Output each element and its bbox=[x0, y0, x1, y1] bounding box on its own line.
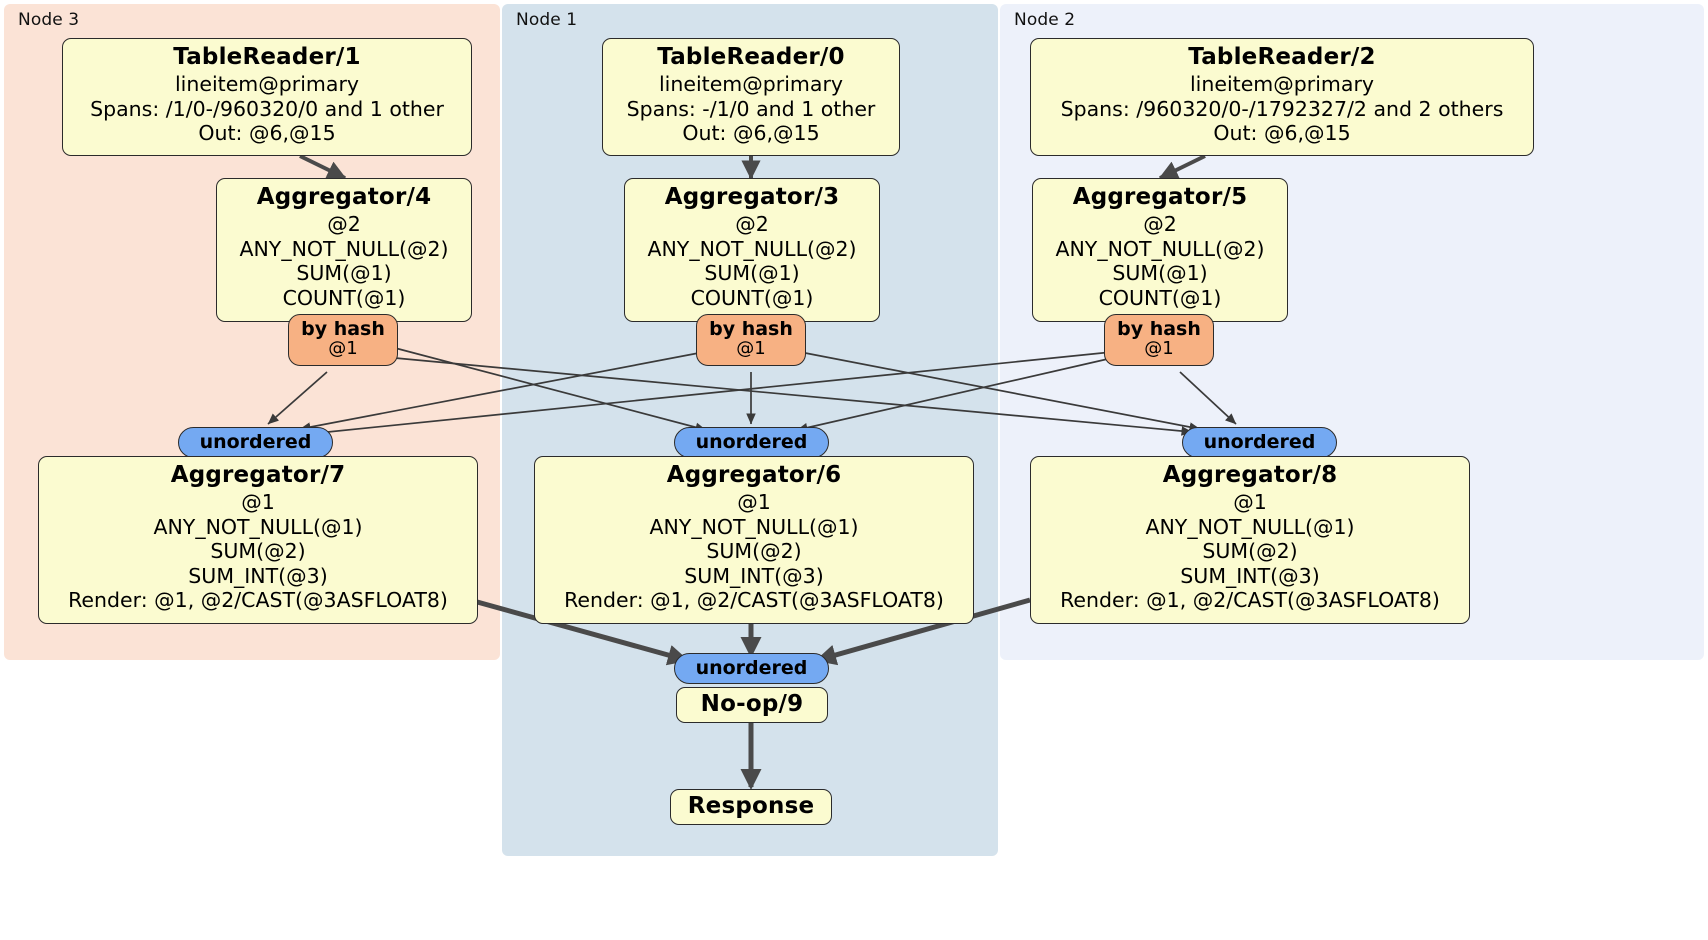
node-label-node1: Node 1 bbox=[516, 10, 578, 30]
processor-table-reader-0[interactable]: TableReader/0 lineitem@primary Spans: -/… bbox=[602, 38, 900, 156]
processor-detail-line: Spans: /960320/0-/1792327/2 and 2 others bbox=[1060, 96, 1504, 121]
synchronizer-unordered-left[interactable]: unordered bbox=[178, 427, 333, 458]
router-by-hash-left[interactable]: by hash @1 bbox=[288, 314, 398, 366]
processor-detail-line: SUM(@2) bbox=[210, 539, 306, 564]
edge-hashL-unordR bbox=[394, 357, 1193, 436]
processor-detail-line: @1 bbox=[737, 490, 771, 515]
processor-detail-line: SUM(@1) bbox=[1112, 261, 1208, 286]
synchronizer-label: unordered bbox=[695, 657, 808, 679]
router-type-label: by hash bbox=[709, 318, 793, 340]
processor-title: Aggregator/5 bbox=[1072, 184, 1248, 210]
processor-title: Aggregator/6 bbox=[666, 462, 842, 488]
processor-aggregator-6[interactable]: Aggregator/6 @1 ANY_NOT_NULL(@1) SUM(@2)… bbox=[534, 456, 974, 624]
node-label-node3: Node 3 bbox=[18, 10, 80, 30]
processor-detail-line: lineitem@primary bbox=[658, 72, 844, 97]
edge-hashC-unordR bbox=[799, 351, 1201, 432]
processor-title: TableReader/0 bbox=[657, 44, 845, 70]
edge-hashL-unordC bbox=[394, 347, 707, 432]
processor-aggregator-8[interactable]: Aggregator/8 @1 ANY_NOT_NULL(@1) SUM(@2)… bbox=[1030, 456, 1470, 624]
processor-detail-line: Out: @6,@15 bbox=[682, 121, 820, 146]
processor-render-line: Render: @1, @2/CAST(@3ASFLOAT8) bbox=[564, 587, 944, 612]
processor-detail-line: @2 bbox=[1143, 212, 1177, 237]
synchronizer-label: unordered bbox=[695, 431, 808, 453]
edge-agg7-final bbox=[469, 597, 689, 666]
router-by-hash-right[interactable]: by hash @1 bbox=[1104, 314, 1214, 366]
router-type-label: by hash bbox=[301, 318, 385, 340]
processor-detail-line: COUNT(@1) bbox=[1098, 285, 1222, 310]
processor-aggregator-4[interactable]: Aggregator/4 @2 ANY_NOT_NULL(@2) SUM(@1)… bbox=[216, 178, 472, 322]
processor-aggregator-5[interactable]: Aggregator/5 @2 ANY_NOT_NULL(@2) SUM(@1)… bbox=[1032, 178, 1288, 322]
synchronizer-label: unordered bbox=[199, 431, 312, 453]
synchronizer-unordered-final[interactable]: unordered bbox=[674, 653, 829, 684]
processor-title: TableReader/2 bbox=[1188, 44, 1376, 70]
edge-hashL-unordL bbox=[267, 371, 328, 425]
processor-table-reader-2[interactable]: TableReader/2 lineitem@primary Spans: /9… bbox=[1030, 38, 1534, 156]
router-type-label: by hash bbox=[1117, 318, 1201, 340]
processor-title: TableReader/1 bbox=[173, 44, 361, 70]
processor-title: Aggregator/7 bbox=[170, 462, 346, 488]
processor-detail-line: COUNT(@1) bbox=[690, 285, 814, 310]
processor-detail-line: Spans: -/1/0 and 1 other bbox=[626, 96, 876, 121]
router-column-label: @1 bbox=[1144, 337, 1174, 359]
processor-response[interactable]: Response bbox=[670, 789, 832, 825]
edge-tr2-agg5 bbox=[1158, 154, 1206, 180]
processor-title: Aggregator/4 bbox=[256, 184, 432, 210]
edge-tr1-agg4 bbox=[299, 154, 347, 180]
processor-detail-line: Out: @6,@15 bbox=[1213, 121, 1351, 146]
processor-detail-line: @2 bbox=[327, 212, 361, 237]
edge-hashR-unordR bbox=[1179, 371, 1237, 425]
processor-title: Response bbox=[687, 793, 815, 819]
processor-detail-line: ANY_NOT_NULL(@2) bbox=[1055, 236, 1265, 261]
processor-detail-line: ANY_NOT_NULL(@1) bbox=[153, 514, 363, 539]
processor-detail-line: ANY_NOT_NULL(@2) bbox=[239, 236, 449, 261]
processor-detail-line: @1 bbox=[1233, 490, 1267, 515]
edge-hashC-unordL bbox=[299, 351, 705, 432]
processor-detail-line: lineitem@primary bbox=[1189, 72, 1375, 97]
synchronizer-label: unordered bbox=[1203, 431, 1316, 453]
router-by-hash-center[interactable]: by hash @1 bbox=[696, 314, 806, 366]
processor-render-line: Render: @1, @2/CAST(@3ASFLOAT8) bbox=[1060, 587, 1440, 612]
processor-detail-line: ANY_NOT_NULL(@1) bbox=[1145, 514, 1355, 539]
synchronizer-unordered-right[interactable]: unordered bbox=[1182, 427, 1337, 458]
node-label-node2: Node 2 bbox=[1014, 10, 1076, 30]
processor-detail-line: SUM(@2) bbox=[706, 539, 802, 564]
processor-aggregator-3[interactable]: Aggregator/3 @2 ANY_NOT_NULL(@2) SUM(@1)… bbox=[624, 178, 880, 322]
processor-detail-line: Out: @6,@15 bbox=[198, 121, 336, 146]
processor-detail-line: Spans: /1/0-/960320/0 and 1 other bbox=[90, 96, 444, 121]
processor-title: Aggregator/3 bbox=[664, 184, 840, 210]
edge-hashR-unordC bbox=[796, 357, 1113, 433]
edge-agg8-final bbox=[815, 597, 1031, 666]
edge-hashR-unordL bbox=[307, 351, 1113, 438]
router-column-label: @1 bbox=[736, 337, 766, 359]
processor-detail-line: SUM(@1) bbox=[296, 261, 392, 286]
processor-detail-line: SUM_INT(@3) bbox=[684, 563, 824, 588]
processor-detail-line: ANY_NOT_NULL(@2) bbox=[647, 236, 857, 261]
processor-title: No-op/9 bbox=[700, 691, 804, 717]
processor-detail-line: @1 bbox=[241, 490, 275, 515]
processor-detail-line: @2 bbox=[735, 212, 769, 237]
processor-detail-line: COUNT(@1) bbox=[282, 285, 406, 310]
processor-aggregator-7[interactable]: Aggregator/7 @1 ANY_NOT_NULL(@1) SUM(@2)… bbox=[38, 456, 478, 624]
processor-no-op-9[interactable]: No-op/9 bbox=[676, 687, 828, 723]
processor-detail-line: ANY_NOT_NULL(@1) bbox=[649, 514, 859, 539]
processor-detail-line: SUM_INT(@3) bbox=[1180, 563, 1320, 588]
processor-detail-line: SUM_INT(@3) bbox=[188, 563, 328, 588]
synchronizer-unordered-center[interactable]: unordered bbox=[674, 427, 829, 458]
processor-render-line: Render: @1, @2/CAST(@3ASFLOAT8) bbox=[68, 587, 448, 612]
processor-detail-line: SUM(@1) bbox=[704, 261, 800, 286]
processor-detail-line: lineitem@primary bbox=[174, 72, 360, 97]
processor-title: Aggregator/8 bbox=[1162, 462, 1338, 488]
processor-detail-line: SUM(@2) bbox=[1202, 539, 1298, 564]
processor-table-reader-1[interactable]: TableReader/1 lineitem@primary Spans: /1… bbox=[62, 38, 472, 156]
router-column-label: @1 bbox=[328, 337, 358, 359]
